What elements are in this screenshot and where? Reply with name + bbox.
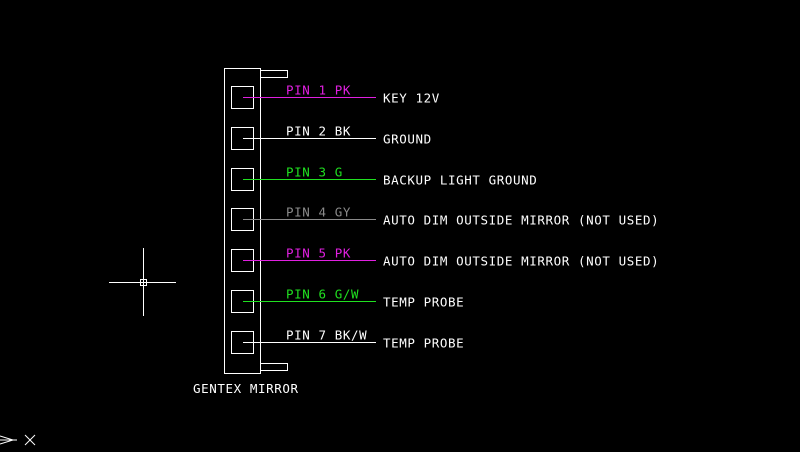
pin-label: PIN 7 BK/W xyxy=(286,328,367,343)
pin-row-1: PIN 1 PK KEY 12V xyxy=(231,83,440,109)
connector-bottom-tab xyxy=(260,363,288,371)
pin-function: BACKUP LIGHT GROUND xyxy=(383,173,537,188)
pin-function: KEY 12V xyxy=(383,91,440,106)
crosshair-cursor-icon xyxy=(109,248,176,316)
pin-function: AUTO DIM OUTSIDE MIRROR (NOT USED) xyxy=(383,213,659,228)
pin-label: PIN 5 PK xyxy=(286,246,351,261)
pin-row-4: PIN 4 GY AUTO DIM OUTSIDE MIRROR (NOT USE… xyxy=(231,205,659,231)
connector-label: GENTEX MIRROR xyxy=(193,381,299,396)
pin-row-7: PIN 7 BK/W TEMP PROBE xyxy=(231,328,464,354)
pin-row-3: PIN 3 G BACKUP LIGHT GROUND xyxy=(231,165,537,191)
connector-housing xyxy=(224,68,288,374)
pin-function: GROUND xyxy=(383,132,432,147)
connector-body xyxy=(224,68,261,374)
pin-label: PIN 6 G/W xyxy=(286,287,359,302)
connector-top-tab xyxy=(260,70,288,78)
pin-row-2: PIN 2 BK GROUND xyxy=(231,124,432,150)
pin-label: PIN 2 BK xyxy=(286,124,351,139)
pin-label: PIN 3 G xyxy=(286,165,343,180)
pin-label: PIN 1 PK xyxy=(286,83,351,98)
pin-function: AUTO DIM OUTSIDE MIRROR (NOT USED) xyxy=(383,254,659,269)
pin-rows: PIN 1 PK KEY 12V PIN 2 BK GROUND PIN 3 G BACK… xyxy=(231,83,659,354)
pin-label: PIN 4 GY xyxy=(286,205,351,220)
pin-function: TEMP PROBE xyxy=(383,295,464,310)
ucs-axis-icon xyxy=(0,434,36,446)
pin-function: TEMP PROBE xyxy=(383,336,464,351)
pin-row-6: PIN 6 G/W TEMP PROBE xyxy=(231,287,464,313)
pin-row-5: PIN 5 PK AUTO DIM OUTSIDE MIRROR (NOT USE… xyxy=(231,246,659,272)
